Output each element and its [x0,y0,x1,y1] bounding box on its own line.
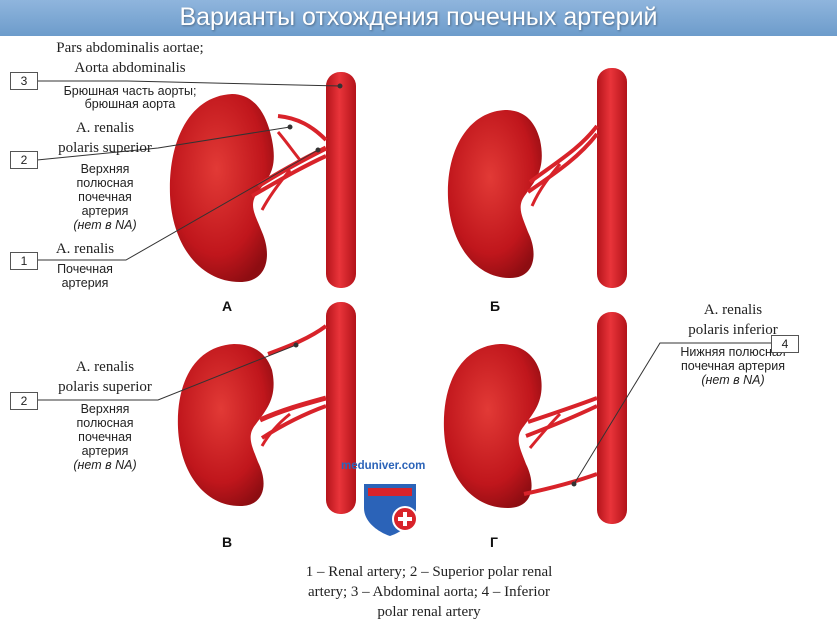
label-3-latin-line2: Aorta abdominalis [74,60,186,76]
callout-box-4: 4 [771,335,799,353]
label-3-latin-line1: Pars abdominalis aortae; [56,40,204,56]
label-1-latin: A. renalis [55,241,115,257]
label-2b-ru-line4: артерия [81,444,129,458]
caption-line2: artery; 3 – Abdominal aorta; 4 – Inferio… [307,584,550,600]
label-4-ru-line2: почечная артерия [681,359,785,373]
label-3-ru-line1: Брюшная часть аорты; [63,84,197,98]
panel-b-figure [447,68,627,288]
label-2b-ru-line5: (нет в NA) [73,458,137,472]
callout-box-2b: 2 [10,392,38,410]
label-3-ru-line2: брюшная аорта [84,97,176,111]
panel-label-v: В [222,534,233,550]
label-2-ru-line4: артерия [81,204,129,218]
label-2-ru-line3: почечная [78,190,132,204]
watermark-text: meduniver.com [341,460,426,472]
caption-line1: 1 – Renal artery; 2 – Superior polar ren… [305,564,553,580]
panel-g-figure [443,312,627,524]
label-2-latin-line2: polaris superior [58,140,152,156]
callout-box-2: 2 [10,151,38,169]
label-1-ru-line2: артерия [61,276,109,290]
label-2b-ru-line1: Верхняя [80,402,130,416]
panel-label-b: Б [490,298,501,314]
panel-label-g: Г [490,534,498,550]
label-2b-ru-line3: почечная [78,430,132,444]
label-2-ru-line2: полюсная [76,176,134,190]
label-4-latin-line2: polaris inferior [688,322,778,338]
header-bar [0,0,837,36]
aorta-b [597,68,627,288]
label-2-ru-line1: Верхняя [80,162,130,176]
callout-box-1: 1 [10,252,38,270]
label-4-latin-line1: A. renalis [703,302,763,318]
label-2-ru-line5: (нет в NA) [73,218,137,232]
kidney-a [169,94,274,282]
callout-box-3: 3 [10,72,38,90]
panel-label-a: А [222,298,233,314]
caption-line3: polar renal artery [377,604,481,620]
label-2b-ru-line2: полюсная [76,416,134,430]
kidney-b [447,110,542,278]
label-4-ru-line3: (нет в NA) [701,373,765,387]
leader-lines [36,80,771,487]
label-2b-latin-line2: polaris superior [58,379,152,395]
aorta-a [326,72,356,288]
aorta-g [597,312,627,524]
label-1-ru-line1: Почечная [57,262,113,276]
panel-v-figure [177,302,356,514]
kidney-g [443,344,542,508]
meduniver-logo-icon [364,484,418,536]
figure-caption: 1 – Renal artery; 2 – Superior polar ren… [270,562,588,622]
label-2-latin-line1: A. renalis [75,120,135,136]
label-2b-latin-line1: A. renalis [75,359,135,375]
panel-a-figure [169,72,356,288]
label-4-ru-line1: Нижняя полюсная [680,345,786,359]
kidney-v [177,344,274,506]
aorta-v [326,302,356,514]
page-title: Варианты отхождения почечных артерий [179,3,658,31]
